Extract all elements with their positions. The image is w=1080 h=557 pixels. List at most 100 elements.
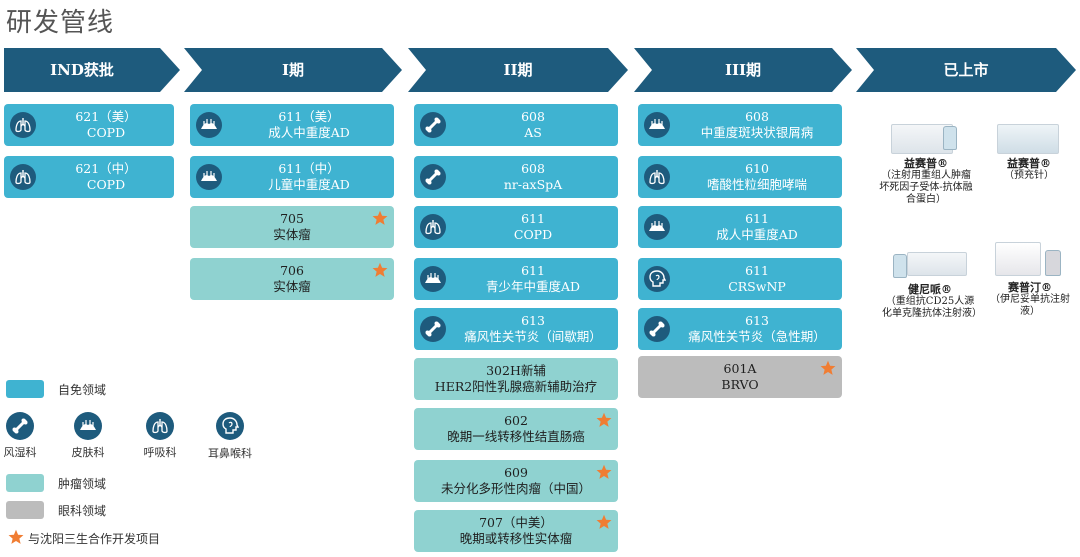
bone-icon: [420, 316, 446, 342]
product-jianipai: 健尼哌® （重组抗CD25人源化单克隆抗体注射液）: [882, 250, 982, 320]
card-indication: nr-axSpA: [503, 177, 563, 192]
card-indication: 中重度斑块状银屑病: [700, 125, 814, 140]
pipeline-card: 611（美）成人中重度AD: [190, 104, 394, 146]
skin-icon: [74, 412, 102, 440]
product-yisaipu: 益赛普® （注射用重组人肿瘤坏死因子受体-抗体融合蛋白）: [878, 120, 974, 206]
card-indication: 晚期或转移性实体瘤: [459, 531, 573, 546]
card-code: 610: [745, 161, 769, 176]
card-code: 611: [745, 211, 769, 226]
product-desc: （注射用重组人肿瘤坏死因子受体-抗体融合蛋白）: [879, 170, 973, 205]
card-indication: COPD: [513, 227, 553, 242]
card-code: 707（中美）: [479, 515, 553, 530]
phase-arrow-p1: I期: [184, 48, 402, 92]
lungs-icon: [644, 164, 670, 190]
product-desc: （重组抗CD25人源化单克隆抗体注射液）: [882, 296, 982, 319]
card-code: 602: [504, 413, 528, 428]
phase-arrow-ind: IND获批: [4, 48, 180, 92]
product-name: 赛普汀®: [1008, 281, 1052, 294]
product-yisaipu-prefilled: 益赛普® （预充针）: [986, 120, 1072, 182]
page-title: 研发管线: [6, 8, 115, 38]
card-indication: 痛风性关节炎（间歇期）: [464, 329, 602, 344]
card-indication: 实体瘤: [273, 279, 311, 294]
product-image: [891, 120, 961, 154]
legend-label-derm: 皮肤科: [71, 446, 105, 459]
card-code: 608: [521, 109, 545, 124]
card-indication: BRVO: [721, 377, 759, 392]
head-icon: [216, 412, 244, 440]
skin-icon: [420, 266, 446, 292]
legend-label-resp: 呼吸科: [143, 446, 177, 459]
lungs-icon: [420, 214, 446, 240]
card-code: 613: [745, 313, 769, 328]
card-indication: 晚期一线转移性结直肠癌: [447, 429, 585, 444]
phase-label: I期: [281, 61, 305, 79]
card-code: 302H新辅: [486, 363, 546, 378]
card-code: 611: [521, 263, 545, 278]
card-indication: 痛风性关节炎（急性期）: [688, 329, 826, 344]
card-indication: 成人中重度AD: [268, 125, 350, 140]
product-saiputing: 赛普汀® （伊尼妥单抗注射液）: [986, 240, 1074, 318]
card-indication: 青少年中重度AD: [485, 279, 581, 294]
card-code: 613: [521, 313, 545, 328]
legend-label-eye: 眼科领域: [58, 504, 107, 518]
legend-swatch-onco: [6, 474, 44, 492]
card-code: 621（中）: [75, 161, 137, 176]
card-indication: COPD: [86, 125, 126, 140]
card-indication: 儿童中重度AD: [268, 177, 350, 192]
skin-icon: [644, 112, 670, 138]
card-indication: CRSwNP: [728, 279, 786, 294]
pipeline-card: 707（中美）晚期或转移性实体瘤: [414, 510, 618, 552]
legend-label-rheum: 风湿科: [3, 446, 37, 459]
pipeline-card: 621（中）COPD: [4, 156, 174, 198]
skin-icon: [196, 164, 222, 190]
legend-label-immune: 自免领域: [58, 383, 107, 397]
pipeline-card: 621（美）COPD: [4, 104, 174, 146]
phase-label: III期: [724, 61, 762, 79]
product-desc: （伊尼妥单抗注射液）: [990, 294, 1070, 317]
card-code: 621（美）: [75, 109, 137, 124]
card-code: 705: [280, 211, 304, 226]
head-icon: [644, 266, 670, 292]
card-indication: 实体瘤: [273, 227, 311, 242]
product-name: 益赛普®: [904, 157, 948, 170]
product-image: [995, 240, 1065, 278]
card-code: 608: [521, 161, 545, 176]
card-indication: 嗜酸性粒细胞哮喘: [706, 177, 807, 192]
card-indication: HER2阳性乳腺癌新辅助治疗: [434, 379, 598, 394]
card-code: 706: [280, 263, 304, 278]
phase-arrow-p3: III期: [634, 48, 852, 92]
product-image: [893, 250, 967, 280]
lungs-icon: [146, 412, 174, 440]
card-code: 611: [521, 211, 545, 226]
phase-arrow-p2: II期: [408, 48, 628, 92]
card-code: 609: [504, 465, 528, 480]
legend-label-partner: 与沈阳三生合作开发项目: [28, 532, 161, 546]
phase-label: 已上市: [943, 61, 989, 79]
skin-icon: [196, 112, 222, 138]
lungs-icon: [10, 112, 36, 138]
legend-label-onco: 肿瘤领域: [58, 477, 107, 491]
legend-swatch-eye: [6, 501, 44, 519]
product-name: 益赛普®: [1007, 157, 1051, 170]
card-code: 608: [745, 109, 769, 124]
card-code: 601A: [723, 361, 757, 376]
card-code: 611: [745, 263, 769, 278]
product-name: 健尼哌®: [908, 283, 952, 296]
card-code: 611（中）: [278, 161, 340, 176]
phase-label: IND获批: [50, 61, 114, 79]
card-indication: AS: [524, 125, 542, 140]
pipeline-card: 611（中）儿童中重度AD: [190, 156, 394, 198]
bone-icon: [420, 112, 446, 138]
